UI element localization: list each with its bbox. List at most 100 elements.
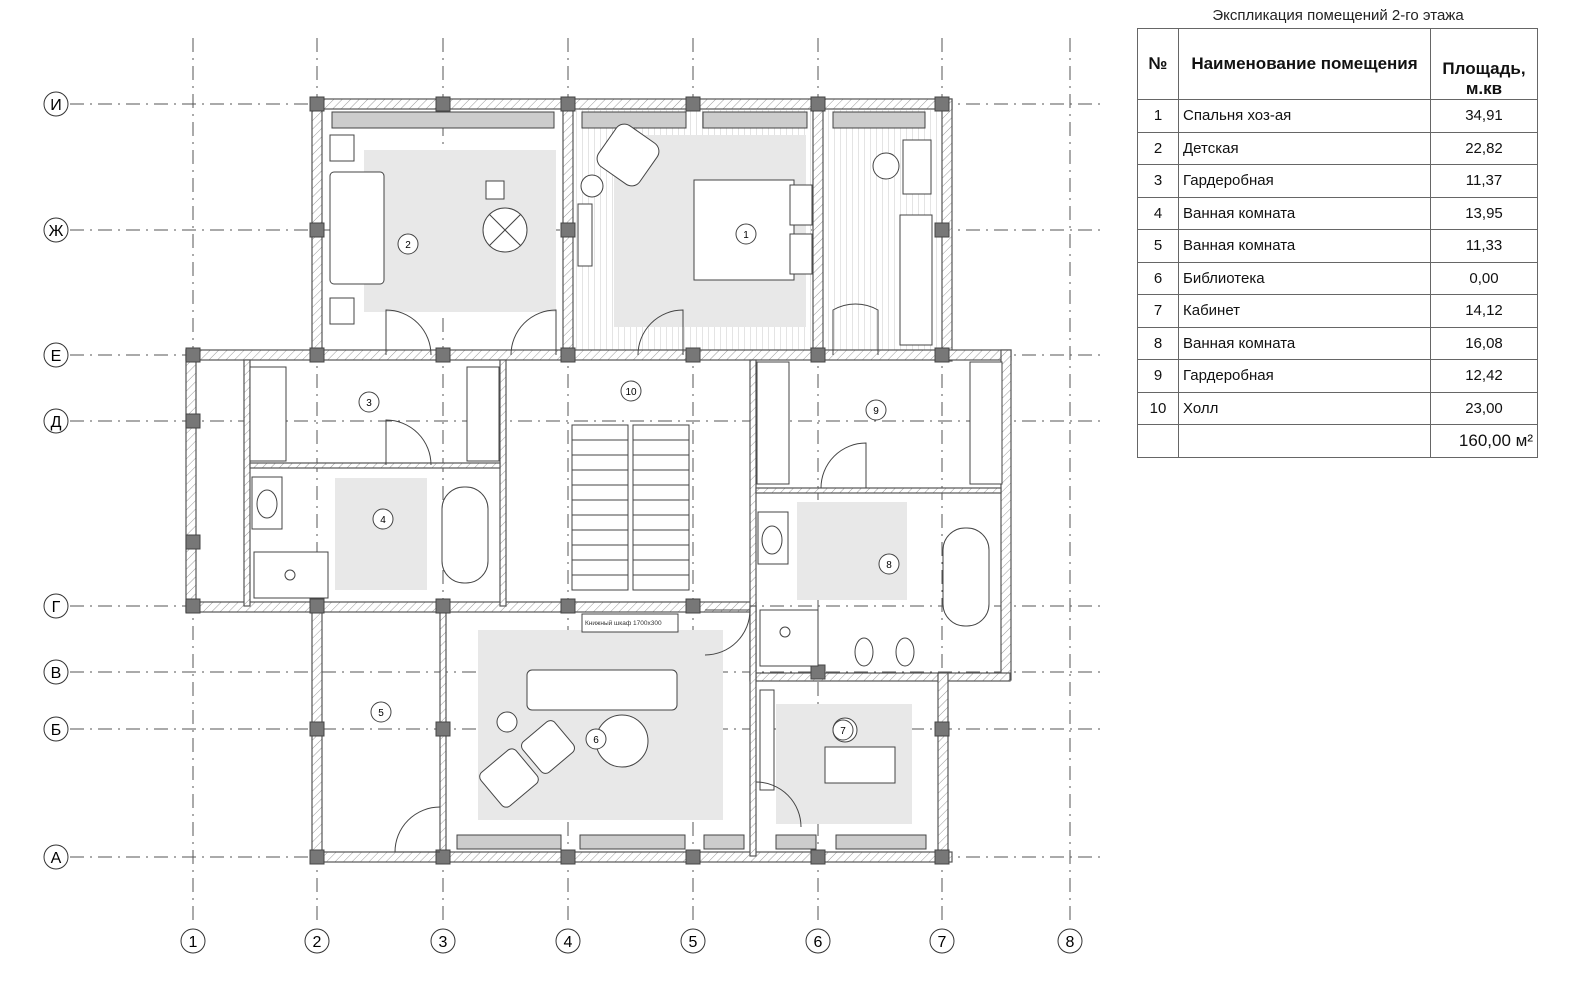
cell-no: 10 xyxy=(1137,391,1179,425)
structural-column xyxy=(309,721,325,737)
structural-column xyxy=(435,96,451,112)
axis-marker xyxy=(680,928,706,954)
structural-column xyxy=(435,721,451,737)
room-number: 9 xyxy=(873,406,879,417)
total-area: 160,00 м² xyxy=(1430,424,1538,458)
structural-column xyxy=(685,849,701,865)
row-axis-label: Б xyxy=(51,722,62,739)
room-tag xyxy=(585,728,607,750)
structural-column xyxy=(560,222,576,238)
column-axis-label: 7 xyxy=(938,934,947,951)
cell-no: 2 xyxy=(1137,131,1179,165)
cell-name: Библиотека xyxy=(1178,261,1431,295)
structural-column xyxy=(185,598,201,614)
structural-column xyxy=(934,849,950,865)
cell-area: 14,12 xyxy=(1430,294,1538,328)
cell-no: 5 xyxy=(1137,229,1179,263)
empty-cell xyxy=(1137,424,1179,458)
axis-marker xyxy=(43,408,69,434)
cell-no: 6 xyxy=(1137,261,1179,295)
column-axis-label: 2 xyxy=(313,934,322,951)
cell-area: 34,91 xyxy=(1430,99,1538,133)
empty-cell xyxy=(1178,424,1431,458)
row-axis-label: Г xyxy=(52,599,61,616)
structural-column xyxy=(934,721,950,737)
axis-marker xyxy=(805,928,831,954)
structural-column xyxy=(309,347,325,363)
room-number: 10 xyxy=(625,387,637,398)
column-axis-label: 3 xyxy=(439,934,448,951)
column-axis-label: 5 xyxy=(689,934,698,951)
structural-column xyxy=(560,849,576,865)
structural-column xyxy=(934,222,950,238)
room-number: 5 xyxy=(378,708,384,719)
cell-area: 22,82 xyxy=(1430,131,1538,165)
header-area: Площадь, м.кв xyxy=(1430,28,1538,100)
axis-marker xyxy=(430,928,456,954)
column-axis-label: 1 xyxy=(189,934,198,951)
cell-area: 11,37 xyxy=(1430,164,1538,198)
structural-column xyxy=(685,96,701,112)
room-tag xyxy=(358,391,380,413)
cell-name: Кабинет xyxy=(1178,294,1431,328)
furniture xyxy=(249,111,1003,850)
structural-column xyxy=(934,347,950,363)
room-number: 2 xyxy=(405,240,411,251)
total-row: 160,00 м² xyxy=(1137,424,1538,458)
cell-no: 8 xyxy=(1137,326,1179,360)
cell-no: 4 xyxy=(1137,196,1179,230)
axis-marker xyxy=(180,928,206,954)
table-header: № Наименование помещения Площадь, м.кв xyxy=(1137,28,1538,100)
cell-area: 16,08 xyxy=(1430,326,1538,360)
axis-marker xyxy=(1057,928,1083,954)
axis-marker xyxy=(43,593,69,619)
cell-name: Ванная комната xyxy=(1178,196,1431,230)
bookshelf-label: Книжный шкаф 1700х300 xyxy=(585,619,662,627)
room-number: 3 xyxy=(366,398,372,409)
room-number: 6 xyxy=(593,735,599,746)
cell-area: 11,33 xyxy=(1430,229,1538,263)
axis-marker xyxy=(43,659,69,685)
column-axis-label: 8 xyxy=(1066,934,1075,951)
cell-name: Ванная комната xyxy=(1178,326,1431,360)
axis-marker xyxy=(43,91,69,117)
structural-column xyxy=(934,96,950,112)
structural-column xyxy=(309,849,325,865)
structural-column xyxy=(185,534,201,550)
cell-area: 23,00 xyxy=(1430,391,1538,425)
row-axis-label: Е xyxy=(51,348,62,365)
room-tag xyxy=(832,719,854,741)
structural-column xyxy=(309,598,325,614)
room-tag xyxy=(370,701,392,723)
row-axis-label: Д xyxy=(51,414,62,431)
table-title: Экспликация помещений 2-го этажа xyxy=(1212,7,1464,24)
axis-marker xyxy=(929,928,955,954)
cell-name: Гардеробная xyxy=(1178,164,1431,198)
cell-name: Детская xyxy=(1178,131,1431,165)
cell-name: Ванная комната xyxy=(1178,229,1431,263)
room-number: 8 xyxy=(886,560,892,571)
room-schedule-table: № Наименование помещения Площадь, м.кв 1… xyxy=(1137,28,1538,458)
structural-column xyxy=(685,347,701,363)
room-tag xyxy=(735,223,757,245)
structural-column xyxy=(435,347,451,363)
room-number: 4 xyxy=(380,515,386,526)
header-no: № xyxy=(1137,28,1179,100)
structural-column xyxy=(435,849,451,865)
doors xyxy=(385,303,879,853)
cell-no: 1 xyxy=(1137,99,1179,133)
structural-columns xyxy=(185,96,950,865)
room-tag xyxy=(397,233,419,255)
structural-column xyxy=(185,413,201,429)
cell-name: Гардеробная xyxy=(1178,359,1431,393)
room-number: 1 xyxy=(743,230,749,241)
structural-column xyxy=(810,849,826,865)
